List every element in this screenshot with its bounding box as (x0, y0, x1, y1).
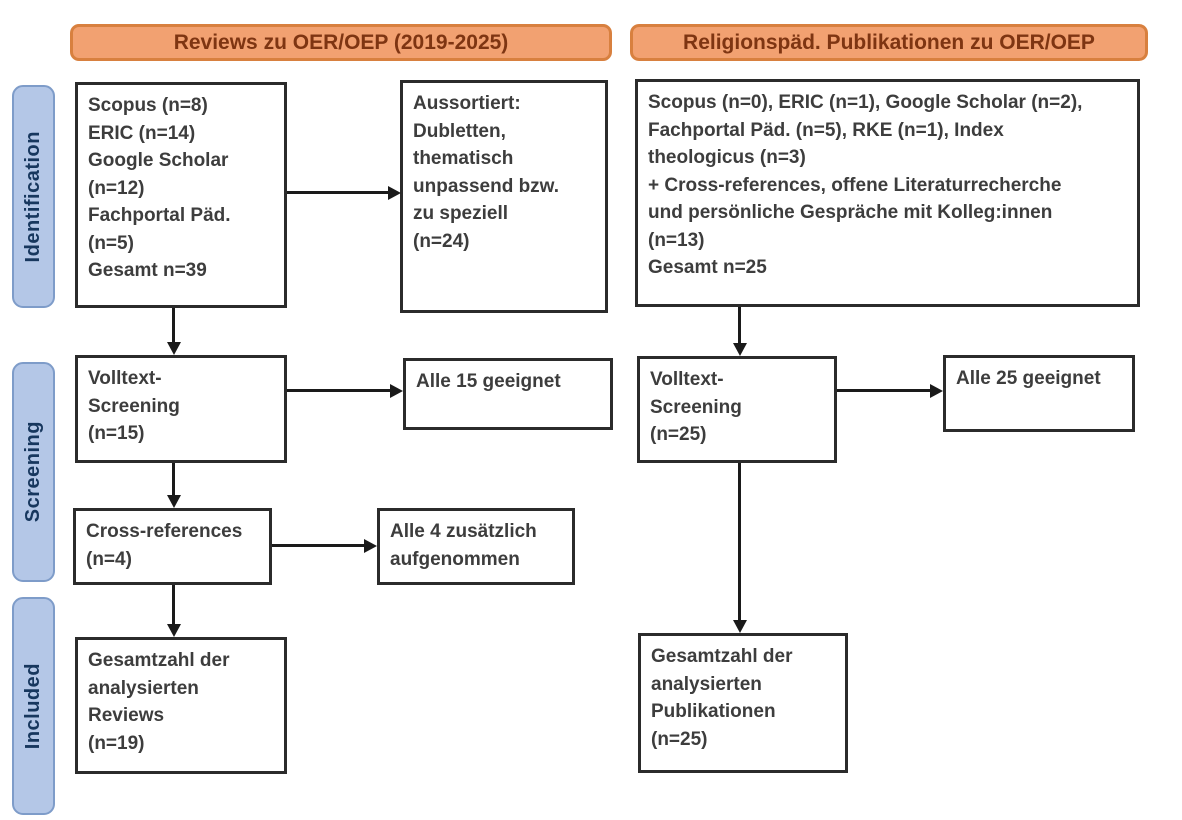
box-left-fulltext-screening: Volltext-Screening(n=15) (75, 355, 287, 463)
box-left-fulltext-result: Alle 15 geeignet (403, 358, 613, 430)
arrow-left-crossref-to-included-head (167, 624, 181, 637)
arrow-left-crossref-to-included-line (172, 585, 175, 625)
arrow-left-sources-to-excluded-head (388, 186, 401, 200)
box-right-fulltext-screening: Volltext-Screening(n=25) (637, 356, 837, 463)
arrow-right-fulltext-to-included-head (733, 620, 747, 633)
arrow-left-fulltext-to-result-line (287, 389, 392, 392)
column-header-religionspaed: Religionspäd. Publikationen zu OER/OEP (630, 24, 1148, 61)
arrow-right-sources-to-fulltext-line (738, 307, 741, 344)
box-right-sources: Scopus (n=0), ERIC (n=1), Google Scholar… (635, 79, 1140, 307)
stage-label-identification: Identification (12, 85, 55, 308)
arrow-left-fulltext-to-crossref-line (172, 463, 175, 496)
arrow-left-fulltext-to-result-head (390, 384, 403, 398)
arrow-left-fulltext-to-crossref-head (167, 495, 181, 508)
arrow-right-fulltext-to-included-line (738, 463, 741, 621)
arrow-left-sources-to-excluded-line (287, 191, 389, 194)
arrow-right-fulltext-to-result-head (930, 384, 943, 398)
box-left-sources: Scopus (n=8)ERIC (n=14)Google Scholar(n=… (75, 82, 287, 308)
box-right-fulltext-result: Alle 25 geeignet (943, 355, 1135, 432)
box-left-crossref: Cross-references(n=4) (73, 508, 272, 585)
stage-label-screening-text: Screening (22, 421, 44, 523)
stage-label-identification-text: Identification (22, 130, 44, 263)
column-header-reviews: Reviews zu OER/OEP (2019-2025) (70, 24, 612, 61)
arrow-left-sources-to-fulltext-head (167, 342, 181, 355)
arrow-right-sources-to-fulltext-head (733, 343, 747, 356)
arrow-right-fulltext-to-result-line (837, 389, 932, 392)
arrow-left-crossref-to-result-head (364, 539, 377, 553)
stage-label-included: Included (12, 597, 55, 815)
stage-label-screening: Screening (12, 362, 55, 582)
stage-label-included-text: Included (22, 662, 44, 750)
arrow-left-sources-to-fulltext-line (172, 308, 175, 344)
arrow-left-crossref-to-result-line (272, 544, 366, 547)
